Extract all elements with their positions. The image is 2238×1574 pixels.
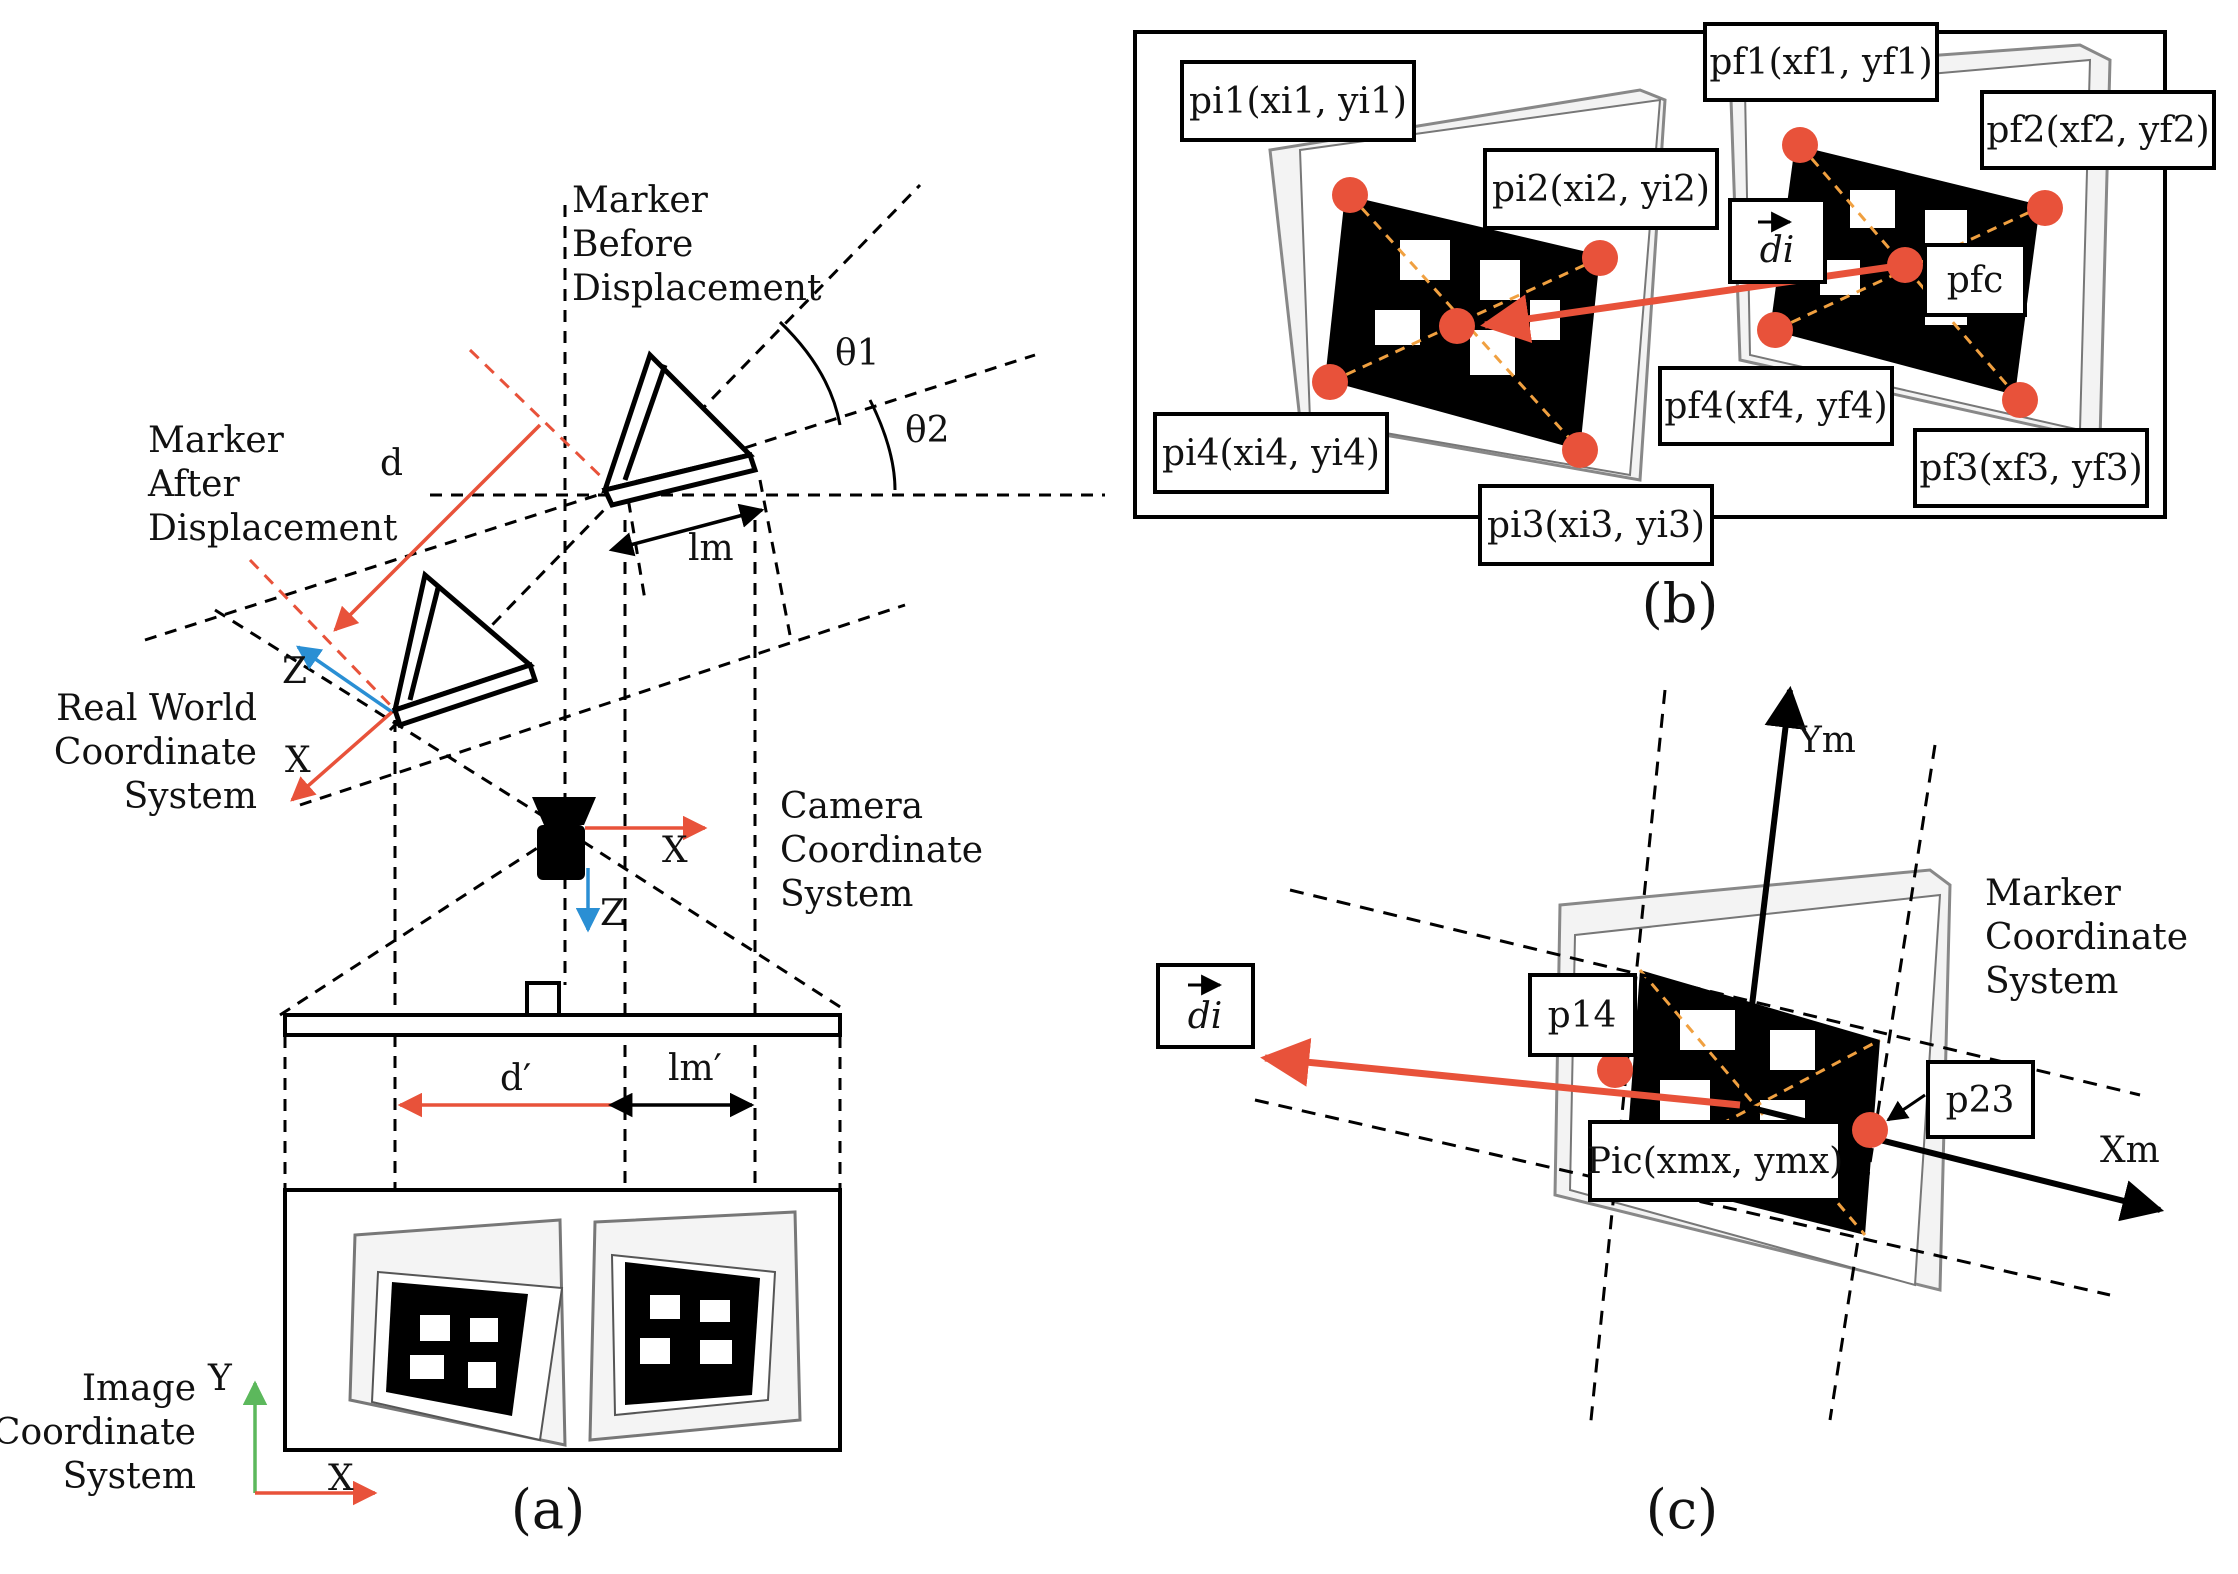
pic-label: Pic(xmx, ymx) — [1587, 1141, 1843, 1182]
marker-after-line1: Marker — [148, 420, 285, 461]
marker-before-shape — [601, 350, 759, 508]
pi1-box — [1180, 60, 1416, 142]
camera-cs-line3: System — [780, 874, 913, 915]
img-x-label: X — [328, 1458, 354, 1499]
caption-c: (c) — [1646, 1478, 1718, 1541]
pfc-box — [1923, 243, 2027, 317]
real-world-line1: Real World — [56, 688, 257, 729]
image-cs-line2: Coordinate — [0, 1412, 196, 1453]
cam-x-label: X — [662, 830, 688, 871]
xm-label: Xm — [2100, 1130, 2160, 1171]
pf1-box — [1703, 22, 1939, 102]
camera-cs-line1: Camera — [780, 786, 923, 827]
pi4-box — [1153, 412, 1389, 494]
theta1-label: θ1 — [835, 333, 880, 374]
image-marker-right — [588, 1210, 802, 1442]
pic-box — [1588, 1120, 1842, 1202]
di-vector-c — [1260, 1037, 1741, 1109]
p14-box — [1528, 973, 1637, 1057]
p23-label: p23 — [1946, 1080, 2015, 1121]
p14-dot — [1597, 1052, 1633, 1088]
pf4-label: pf4(xf4, yf4) — [1664, 386, 1887, 427]
pi3-box — [1478, 484, 1714, 566]
pf4-box — [1658, 366, 1894, 446]
camera-cs-line2: Coordinate — [780, 830, 983, 871]
pi4-label: pi4(xi4, yi4) — [1162, 433, 1380, 474]
p23-pointer — [1886, 1093, 1926, 1122]
marker-plane-lines — [248, 348, 617, 712]
caption-a: (a) — [511, 1478, 585, 1541]
rw-z-axis — [295, 645, 393, 714]
pi2-box — [1483, 148, 1719, 230]
marker-after-line2: After — [147, 464, 240, 505]
image-marker-left — [348, 1218, 567, 1447]
real-world-line2: Coordinate — [54, 732, 257, 773]
di-label-c: di — [1188, 996, 1223, 1037]
pf3-label: pf3(xf3, yf3) — [1919, 448, 2142, 489]
ym-label: Ym — [1797, 720, 1856, 761]
p14-label: p14 — [1548, 995, 1617, 1036]
theta2-arc — [868, 399, 897, 491]
marker-cs-line3: System — [1985, 961, 2118, 1002]
marker-cs-line2: Coordinate — [1985, 917, 2188, 958]
marker-cs-line1: Marker — [1985, 873, 2122, 914]
cam-z-label: Z — [600, 893, 625, 934]
panel-a: Marker Before Displacement Marker After … — [0, 180, 1105, 1541]
rw-x-axis — [290, 710, 394, 802]
di-label-b: di — [1760, 230, 1795, 271]
p23-dot — [1852, 1112, 1888, 1148]
lens-box — [525, 981, 561, 1017]
displacement-arrow — [333, 423, 542, 632]
theta2-label: θ2 — [905, 410, 950, 451]
marker-before-line3: Displacement — [572, 268, 822, 309]
corner-dots — [1312, 127, 2063, 468]
marker-before-line2: Before — [572, 224, 693, 265]
image-cs-line1: Image — [82, 1368, 196, 1409]
marker-after-shape — [391, 570, 539, 729]
pi1-label: pi1(xi1, yi1) — [1189, 81, 1407, 122]
pi3-label: pi3(xi3, yi3) — [1487, 505, 1705, 546]
pfc-label: pfc — [1947, 260, 2004, 301]
rw-x-label: X — [285, 740, 311, 781]
construction-lines — [144, 183, 1105, 1415]
p23-box — [1926, 1060, 2035, 1139]
marker-before-line1: Marker — [572, 180, 709, 221]
lm-prime-label: lm′ — [668, 1048, 722, 1089]
theta1-arc — [778, 320, 842, 426]
img-y-label: Y — [207, 1358, 233, 1399]
d-label: d — [380, 443, 403, 484]
ym-axis — [1737, 685, 1807, 1106]
pi2-label: pi2(xi2, yi2) — [1492, 169, 1710, 210]
caption-b: (b) — [1642, 572, 1719, 635]
panel-c: Marker Coordinate System Ym Xm p14 p23 P… — [1156, 685, 2188, 1541]
pf2-label: pf2(xf2, yf2) — [1986, 110, 2209, 151]
camera-icon — [532, 797, 596, 880]
pf2-box — [1980, 90, 2216, 170]
di-vector-b — [1480, 261, 1906, 344]
panel-b: pi1(xi1, yi1) pi2(xi2, yi2) pi3(xi3, yi3… — [1133, 22, 2216, 635]
pf3-box — [1913, 428, 2149, 508]
marker-after-line3: Displacement — [148, 508, 398, 549]
lm-dimension-arrow — [608, 503, 765, 557]
sensor-plate — [283, 1013, 842, 1037]
image-cs-line3: System — [63, 1456, 196, 1497]
rw-z-label: Z — [282, 651, 307, 692]
real-world-line3: System — [124, 776, 257, 817]
pf1-label: pf1(xf1, yf1) — [1709, 42, 1932, 83]
d-prime-label: d′ — [500, 1058, 531, 1099]
lm-label: lm — [688, 528, 734, 569]
